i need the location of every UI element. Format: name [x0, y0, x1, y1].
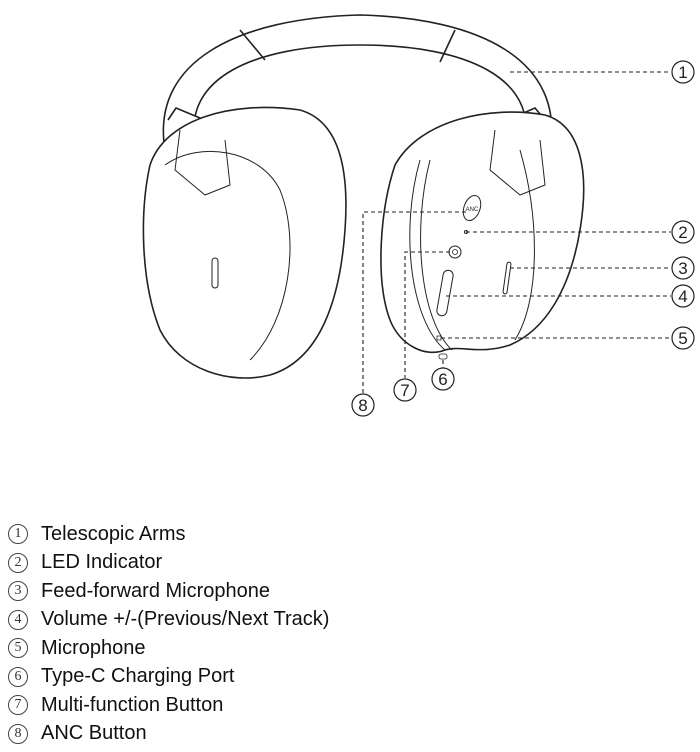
legend-number: 5	[8, 638, 28, 659]
legend-number: 8	[8, 723, 28, 744]
charging-port	[438, 353, 448, 360]
callout-1: 1	[678, 63, 687, 82]
anc-button	[462, 194, 482, 222]
callout-2: 2	[678, 223, 687, 242]
legend-number: 6	[8, 666, 28, 687]
legend-label: Microphone	[41, 636, 146, 659]
legend-label: Multi-function Button	[41, 693, 224, 716]
legend-item: 5 Microphone	[8, 634, 329, 663]
legend-item: 3 Feed-forward Microphone	[8, 577, 329, 606]
left-earcup	[142, 106, 347, 379]
callout-5: 5	[678, 329, 687, 348]
parts-legend: 1 Telescopic Arms 2 LED Indicator 3 Feed-fo…	[8, 520, 329, 748]
legend-label: Feed-forward Microphone	[41, 579, 270, 602]
legend-label: LED Indicator	[41, 551, 163, 574]
legend-number: 1	[8, 524, 28, 545]
callout-8: 8	[358, 396, 367, 415]
legend-item: 2 LED Indicator	[8, 549, 329, 578]
legend-label: ANC Button	[41, 722, 147, 745]
callout-3: 3	[678, 259, 687, 278]
legend-label: Volume +/-(Previous/Next Track)	[41, 608, 330, 631]
legend-number: 3	[8, 581, 28, 602]
callout-6: 6	[438, 370, 447, 389]
feedforward-mic	[502, 261, 512, 295]
legend-item: 8 ANC Button	[8, 720, 329, 749]
anc-button-text: ANC	[466, 207, 479, 213]
callout-7: 7	[400, 381, 409, 400]
legend-number: 4	[8, 609, 28, 630]
legend-number: 2	[8, 552, 28, 573]
headphones-diagram: ANC 1 2 3 4 5 6 7 8	[142, 14, 695, 417]
legend-label: Type-C Charging Port	[41, 665, 235, 688]
legend-item: 4 Volume +/-(Previous/Next Track)	[8, 606, 329, 635]
microphone	[436, 335, 442, 341]
volume-button	[436, 269, 454, 317]
legend-number: 7	[8, 695, 28, 716]
legend-item: 6 Type-C Charging Port	[8, 663, 329, 692]
callout-4: 4	[678, 287, 687, 306]
legend-label: Telescopic Arms	[41, 522, 186, 545]
legend-item: 7 Multi-function Button	[8, 691, 329, 720]
legend-item: 1 Telescopic Arms	[8, 520, 329, 549]
